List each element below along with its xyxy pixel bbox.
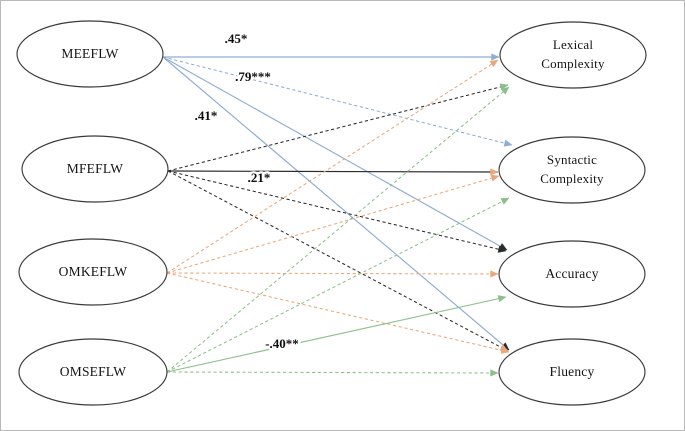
- arrowhead-icon: [490, 270, 499, 278]
- node-shape: [498, 338, 646, 406]
- node-shape: [18, 338, 168, 406]
- edge-coefficient-label: -.40**: [265, 336, 299, 351]
- edge-omseflw-to-syntactic: [166, 197, 510, 373]
- node-omkeflw[interactable]: OMKEFLW: [18, 238, 168, 306]
- node-shape: [16, 20, 164, 88]
- node-shape: [498, 240, 646, 308]
- arrowhead-icon: [490, 174, 500, 182]
- node-shape: [18, 238, 168, 306]
- edge-omkeflw-to-syntactic: [166, 174, 500, 274]
- edge-mfeflw-to-accuracy: [167, 170, 507, 253]
- edge-coefficient-label: .21*: [248, 170, 271, 185]
- edge-omkeflw-to-accuracy: [166, 270, 499, 278]
- edge-omseflw-to-lexical: [166, 86, 510, 373]
- node-fluency[interactable]: Fluency: [498, 338, 646, 406]
- arrowhead-icon: [497, 245, 507, 253]
- arrowhead-icon: [490, 369, 499, 377]
- edge-omkeflw-to-lexical: [166, 59, 499, 274]
- edge-label-halo: .45*: [225, 31, 248, 46]
- arrowhead-icon: [490, 168, 499, 176]
- edge-coefficient-label: .45*: [225, 31, 248, 46]
- arrowhead-icon: [489, 59, 499, 68]
- node-label: Accuracy: [545, 266, 598, 281]
- node-label-line1: Syntactic: [547, 152, 597, 167]
- arrowhead-icon: [500, 346, 510, 354]
- edge-meeflw-to-lexical: [163, 53, 500, 61]
- node-shape: [498, 136, 646, 204]
- node-accuracy[interactable]: Accuracy: [498, 240, 646, 308]
- edge-omkeflw-to-fluency: [166, 272, 510, 354]
- edge-label-halo: .41*: [195, 108, 218, 123]
- edge-label-halo: .79***: [235, 69, 271, 84]
- node-label: MFEFLW: [67, 161, 124, 176]
- node-label-line2: Complexity: [541, 56, 605, 71]
- arrowhead-icon: [497, 295, 507, 303]
- arrowhead-icon: [500, 86, 510, 95]
- node-label: OMKEFLW: [59, 264, 128, 279]
- edge-label-halo: -.40**: [265, 336, 299, 351]
- node-label-line1: Lexical: [553, 37, 594, 52]
- node-shape: [499, 21, 647, 89]
- edge-mfeflw-to-syntactic: [167, 168, 499, 176]
- edge-mfeflw-to-lexical: [167, 83, 509, 172]
- arrowhead-icon: [503, 139, 513, 147]
- edge-meeflw-to-fluency: [162, 56, 510, 351]
- edge-label-meeflw-to-syntactic: .79***.79***: [233, 67, 273, 87]
- edge-mfeflw-to-fluency: [167, 170, 509, 352]
- edge-label-halo: .21*: [248, 170, 271, 185]
- edge-omseflw-to-accuracy: [166, 295, 507, 373]
- edge-label-meeflw-to-fluency: .41*.41*: [192, 106, 219, 126]
- node-mfeflw[interactable]: MFEFLW: [21, 135, 169, 203]
- node-meeflw[interactable]: MEEFLW: [16, 20, 164, 88]
- node-shape: [21, 135, 169, 203]
- arrowhead-icon: [491, 53, 500, 61]
- edge-label-meeflw-to-lexical: .45*.45*: [222, 29, 249, 49]
- node-label: OMSEFLW: [60, 364, 126, 379]
- edge-label-mfeflw-to-syntactic: .21*.21*: [245, 168, 272, 188]
- arrowhead-icon: [500, 197, 510, 205]
- nodes-layer: MEEFLW MFEFLW OMKEFLW OMSEFLW LexicalComplex…: [16, 20, 647, 406]
- node-omseflw[interactable]: OMSEFLW: [18, 338, 168, 406]
- edge-label-omseflw-to-accuracy: -.40**-.40**: [263, 334, 301, 354]
- edge-coefficient-label: .41*: [195, 108, 218, 123]
- edges-layer: [162, 53, 513, 377]
- node-label: MEEFLW: [61, 46, 118, 61]
- node-label: Fluency: [550, 364, 595, 379]
- edge-meeflw-to-syntactic: [162, 56, 513, 147]
- edge-coefficient-label: .79***: [235, 69, 271, 84]
- arrowhead-icon: [499, 83, 509, 91]
- edge-labels-layer: .45*.45* .79***.79*** .41*.41* .21*.21* -.40…: [192, 29, 301, 354]
- node-label-line2: Complexity: [540, 171, 604, 186]
- edge-omseflw-to-fluency: [166, 369, 499, 377]
